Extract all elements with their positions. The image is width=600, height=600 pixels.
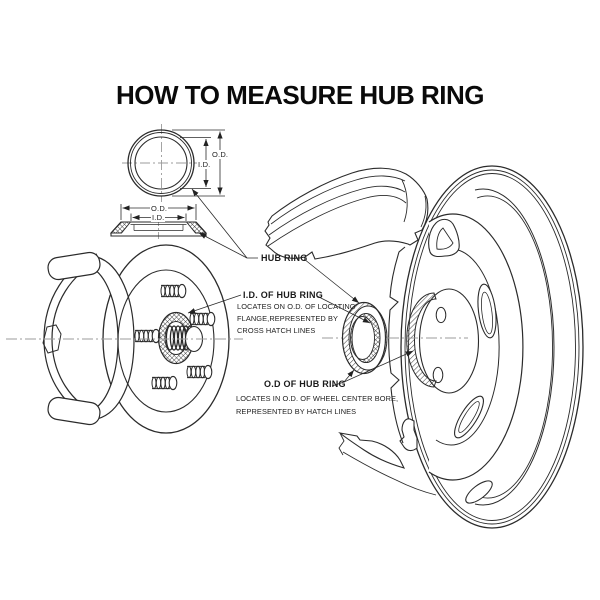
face-dish-arc bbox=[435, 248, 500, 446]
rim-outer-1 bbox=[400, 165, 584, 529]
main-centerline bbox=[6, 337, 468, 340]
wheel-drawing bbox=[264, 165, 584, 529]
barrel-tab bbox=[399, 418, 418, 452]
caliper-lug-bottom bbox=[47, 396, 101, 426]
callout-od-of-hub-ring: O.D OF HUB RING bbox=[264, 379, 346, 389]
leader-od-to-bore bbox=[343, 350, 414, 383]
center-bore-hatched bbox=[406, 292, 437, 388]
rim-inner-arc-1 bbox=[474, 188, 555, 506]
callout-od-desc-line2: REPRESENTED BY HATCH LINES bbox=[236, 407, 357, 416]
page-title: HOW TO MEASURE HUB RING bbox=[116, 80, 484, 110]
section-id-label: I.D. bbox=[151, 213, 166, 222]
callout-hub-ring: HUB RING bbox=[261, 253, 308, 263]
hub-ring-top-view bbox=[122, 124, 225, 202]
section-profile bbox=[109, 221, 208, 237]
caliper-bracket bbox=[42, 253, 100, 422]
section-hatch-right bbox=[185, 221, 208, 234]
topview-id-label: I.D. bbox=[197, 160, 212, 169]
rim-barrel-broken-bottom bbox=[338, 418, 437, 496]
section-od-label: O.D. bbox=[150, 203, 169, 213]
leader-lines bbox=[187, 188, 414, 387]
leader-hubring-to-topview bbox=[191, 188, 258, 259]
ring-outer-circle bbox=[127, 129, 195, 197]
section-hatch-left bbox=[109, 221, 132, 234]
lug-hole-top bbox=[435, 306, 447, 324]
leader-id-to-ring-bore bbox=[316, 295, 371, 324]
rim-inner-arc-2 bbox=[476, 195, 553, 499]
leader-hubring-to-section bbox=[198, 232, 248, 259]
callout-id-desc-line3: CROSS HATCH LINES bbox=[237, 326, 316, 335]
ring-mid-circle bbox=[130, 132, 192, 194]
hex-bolt bbox=[42, 324, 62, 354]
leader-id-to-flange bbox=[187, 294, 242, 314]
callout-id-desc-line2: FLANGE,REPRESENTED BY bbox=[237, 314, 339, 323]
barrel-break-silhouette bbox=[388, 246, 406, 444]
ring-inner-circle bbox=[134, 136, 188, 190]
hub-ring-part bbox=[341, 301, 388, 375]
drum-face bbox=[117, 269, 215, 413]
caliper-lug-top bbox=[47, 251, 101, 281]
leader-hubring-to-part bbox=[303, 258, 360, 304]
callout-id-of-hub-ring: I.D. OF HUB RING bbox=[243, 290, 323, 300]
hub-ring-section-view bbox=[109, 204, 208, 239]
callout-od-desc-line1: LOCATES IN O.D. OF WHEEL CENTER BORE, bbox=[236, 394, 399, 403]
top-view-dimensions bbox=[172, 129, 225, 197]
spoke-cutouts bbox=[428, 218, 497, 504]
wheel-hub-face bbox=[418, 288, 480, 394]
rim-outer-2 bbox=[404, 169, 580, 525]
topview-od-label: O.D. bbox=[211, 150, 230, 159]
rim-barrel-broken-top bbox=[264, 167, 429, 260]
callout-id-desc-line1: LOCATES ON O.D. OF LOCATING bbox=[237, 302, 356, 311]
lug-hole-bottom bbox=[432, 366, 444, 384]
